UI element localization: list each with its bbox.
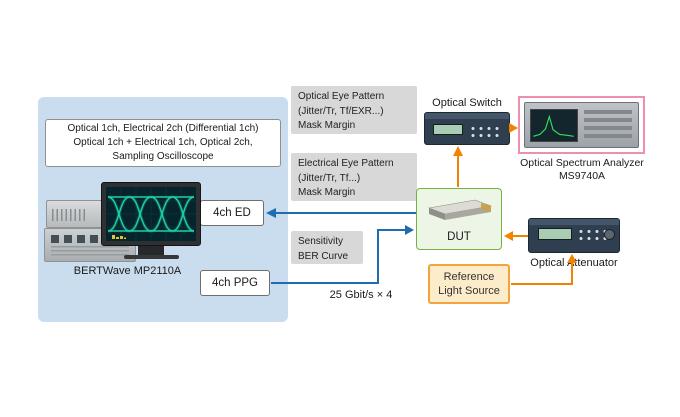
optical-switch-device [424,112,510,145]
ppg-label: 4ch PPG [211,277,259,289]
callout-line: (Jitter/Tr, Tf/EXR...) [298,105,384,117]
monitor-stand [138,246,164,255]
reference-light-source-box: Reference Light Source [428,264,510,304]
attenuator-buttons [577,228,609,244]
osa-highlight-frame [518,96,645,154]
attenuator-lcd [538,228,572,240]
arrowhead-into-dut-optical [504,231,513,241]
histogram-marks [112,235,126,239]
callout-line: Electrical Eye Pattern [298,158,394,169]
osa-screen [530,109,578,142]
bertwave-label: BERTWave MP2110A [73,265,182,277]
ppg-box: 4ch PPG [200,270,270,296]
rls-label-line: Reference [443,270,495,283]
arrowhead-into-switch [453,146,463,156]
callout-line: BER Curve [298,250,349,262]
attenuator-knob [604,229,615,240]
arrowhead-into-dut-electrical [405,225,414,235]
eye-diagram-screen [106,187,196,241]
vent-grille [51,246,129,256]
oscilloscope-monitor [101,182,201,246]
optical-attenuator-label: Optical Attenuator [530,257,618,269]
vent-grille [52,209,86,221]
config-line: Optical 1ch, Electrical 2ch (Differentia… [67,123,259,134]
bertwave-mainframe-lower [44,228,136,262]
callout-line: Mask Margin [298,120,356,131]
ed-box: 4ch ED [200,200,264,226]
eye-pattern-traces [107,195,195,233]
callout-line: Optical Eye Pattern [298,91,385,102]
osa-model-label: MS9740A [558,170,606,182]
rls-label-line: Light Source [438,285,500,297]
bitrate-label: 25 Gbit/s × 4 [329,289,393,301]
switch-buttons [469,125,503,139]
callout-line: (Jitter/Tr, Tf...) [298,172,361,184]
arrowhead-into-osa [509,123,518,133]
port-row [51,235,103,243]
osa-label: Optical Spectrum Analyzer [520,157,644,169]
osa-trace [533,114,574,137]
callout-line: Mask Margin [298,187,356,198]
dut-box: DUT [416,188,502,250]
dut-label: DUT [447,231,471,243]
device-top-strip [425,113,509,119]
ed-label: 4ch ED [213,207,251,219]
monitor-stand-base [124,255,179,259]
callout-sensitivity: Sensitivity BER Curve [291,231,363,264]
config-line: Optical 1ch + Electrical 1ch, Optical 2c… [73,137,253,148]
config-box: Optical 1ch, Electrical 2ch (Differentia… [45,119,281,167]
optical-switch-label: Optical Switch [432,97,502,109]
callout-electrical-eye: Electrical Eye Pattern (Jitter/Tr, Tf...… [291,153,417,201]
osa-device [524,102,639,148]
optical-attenuator-device [528,218,620,253]
switch-lcd [433,124,463,135]
device-top-strip [529,219,619,225]
osa-keypad [584,110,632,140]
callout-line: Sensitivity [298,236,344,247]
callout-optical-eye: Optical Eye Pattern (Jitter/Tr, Tf/EXR..… [291,86,417,134]
dut-module [425,197,495,223]
config-line: Sampling Oscilloscope [112,151,214,162]
